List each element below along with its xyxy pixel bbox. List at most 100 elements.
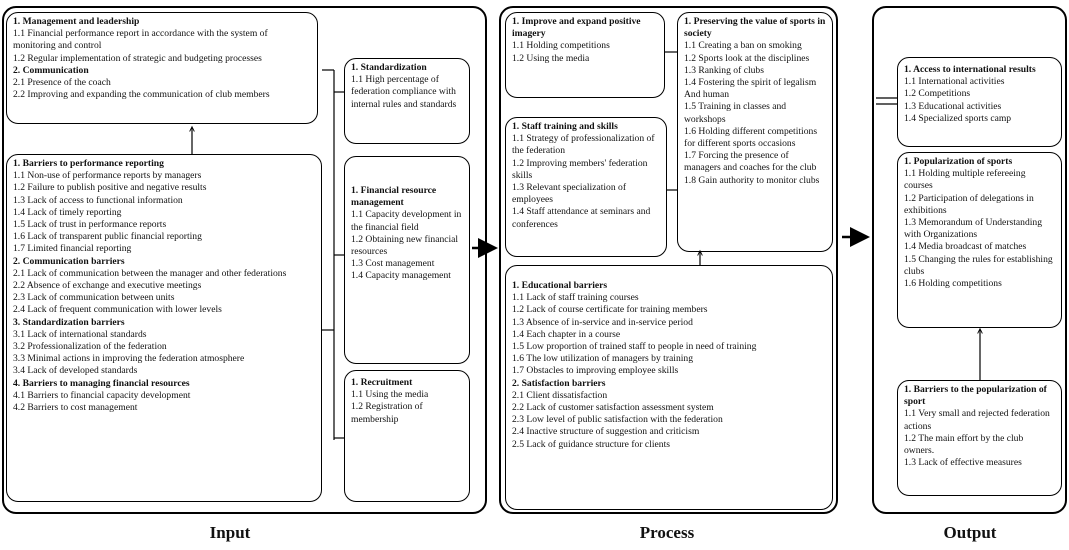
- box-item: 2.2 Lack of customer satisfaction assess…: [512, 402, 714, 414]
- box-item: 1.3 Relevant specialization of employees: [512, 182, 627, 206]
- box-item: 2.1 Client dissatisfaction: [512, 389, 608, 401]
- box-item: 1.1 Lack of staff training courses: [512, 292, 639, 304]
- box-item: 3.1 Lack of international standards: [13, 328, 147, 340]
- box-heading: 1. Barriers to performance reporting: [13, 158, 164, 169]
- box-item: 1.2 Using the media: [512, 52, 590, 64]
- box-item: 1.1 Strategy of professionalization of t…: [512, 133, 655, 157]
- box-item: 1.6 Holding different competitions for d…: [684, 125, 818, 150]
- box-item: 4.1 Barriers to financial capacity devel…: [13, 389, 191, 401]
- box-item: 2.3 Lack of communication between units: [13, 292, 175, 304]
- box-heading: 1. Preserving the value of sports in soc…: [684, 16, 826, 40]
- box-item: 1.6 Lack of transparent public financial…: [13, 231, 202, 243]
- box-item: 1.6 Holding competitions: [904, 278, 1002, 290]
- box-item: 1.5 Low proportion of trained staff to p…: [512, 341, 757, 353]
- box-item: 1.3 Ranking of clubs: [684, 64, 764, 76]
- box-item: 3.2 Professionalization of the federatio…: [13, 341, 167, 353]
- box-item: 2.4 Lack of frequent communication with …: [13, 304, 222, 316]
- box-item: 1.7 Forcing the presence of managers and…: [684, 150, 817, 174]
- box-heading: 2. Communication barriers: [13, 255, 125, 267]
- box-item: 1.4 Lack of timely reporting: [13, 206, 122, 218]
- box-item: 1.8 Gain authority to monitor clubs: [684, 174, 820, 186]
- box-item: 1.1 High percentage of federation compli…: [351, 74, 457, 110]
- box-item: 1.5 Training in classes and workshops: [684, 101, 787, 125]
- box-item: 1.4 Staff attendance at seminars and con…: [512, 206, 651, 230]
- box-item: 1.5 Changing the rules for establishing …: [904, 253, 1053, 277]
- box-heading: 1. Popularization of sports: [904, 156, 1013, 167]
- box-item: 1.1 Financial performance report in acco…: [13, 28, 268, 52]
- box-item: 1.4 Specialized sports camp: [904, 112, 1012, 124]
- box-item: 2.4 Inactive structure of suggestion and…: [512, 426, 700, 438]
- box-item: 1.1 Capacity development in the financia…: [351, 209, 462, 233]
- box-item: 1.7 Obstacles to improving employee skil…: [512, 365, 679, 377]
- box-item: 1.7 Limited financial reporting: [13, 243, 132, 255]
- box-item: 1.3 Memorandum of Understanding with Org…: [904, 217, 1043, 241]
- box-heading: 1. Recruitment: [351, 377, 413, 388]
- box-item: 1.2 The main effort by the club owners.: [904, 432, 1024, 457]
- box-item: 1.2 Lack of course certificate for train…: [512, 304, 708, 316]
- box-item: 1.2 Failure to publish positive and nega…: [13, 182, 207, 194]
- process-label: Process: [639, 523, 695, 542]
- popularization-barriers-box: 1. Barriers to the popularization of spo…: [897, 380, 1062, 496]
- box-item: 1.2 Improving members' federation skills: [512, 157, 648, 181]
- box-item: 1.2 Registration of membership: [351, 401, 423, 425]
- box-item: 1.2 Obtaining new financial resources: [351, 233, 459, 258]
- box-item: 1.4 Capacity management: [351, 270, 451, 282]
- box-item: 1.1 Non-use of performance reports by ma…: [13, 170, 202, 182]
- box-item: 1.1 Very small and rejected federation a…: [904, 408, 1050, 432]
- box-item: 1.5 Lack of trust in performance reports: [13, 219, 167, 231]
- box-item: 1.1 Holding competitions: [512, 40, 610, 52]
- box-item: 1.1 Holding multiple refereeing courses: [904, 168, 1026, 192]
- box-item: 3.4 Lack of developed standards: [13, 365, 138, 377]
- box-heading: 1. Educational barriers: [512, 280, 608, 291]
- box-item: 1.3 Educational activities: [904, 100, 1002, 112]
- box-heading: 1. Access to international results: [904, 64, 1036, 75]
- box-item: 1.4 Fostering the spirit of legalism And…: [684, 77, 817, 101]
- box-item: 1.3 Lack of access to functional informa…: [13, 194, 183, 206]
- box-item: 2.2 Absence of exchange and executive me…: [13, 280, 202, 292]
- box-item: 2.5 Lack of guidance structure for clien…: [512, 438, 670, 450]
- box-heading: 1. Management and leadership: [13, 16, 140, 27]
- box-heading: 1. Standardization: [351, 62, 427, 73]
- box-item: 1.4 Each chapter in a course: [512, 328, 621, 340]
- box-item: 1.4 Media broadcast of matches: [904, 241, 1027, 253]
- box-item: 1.2 Regular implementation of strategic …: [13, 52, 262, 64]
- box-item: 2.3 Low level of public satisfaction wit…: [512, 414, 723, 426]
- box-heading: 2. Satisfaction barriers: [512, 377, 606, 389]
- box-heading: 1. Staff training and skills: [512, 121, 618, 132]
- preserving-value-box: 1. Preserving the value of sports in soc…: [677, 12, 833, 252]
- input-label: Input: [209, 523, 251, 542]
- box-item: 1.1 International activities: [904, 76, 1005, 88]
- box-item: 1.3 Lack of effective measures: [904, 457, 1022, 469]
- box-heading: 4. Barriers to managing financial resour…: [13, 377, 190, 389]
- box-item: 2.2 Improving and expanding the communic…: [13, 89, 270, 101]
- box-item: 1.1 Using the media: [351, 389, 429, 401]
- box-item: 1.1 Creating a ban on smoking: [684, 40, 802, 52]
- box-item: 1.3 Cost management: [351, 258, 435, 270]
- box-item: 1.6 The low utilization of managers by t…: [512, 353, 693, 365]
- box-heading: 1. Improve and expand positive imagery: [512, 16, 641, 40]
- box-item: 3.3 Minimal actions in improving the fed…: [13, 353, 245, 365]
- box-item: 1.2 Competitions: [904, 88, 971, 100]
- box-heading: 2. Communication: [13, 64, 89, 76]
- box-item: 2.1 Presence of the coach: [13, 77, 111, 89]
- box-heading: 1. Financial resource management: [351, 185, 437, 209]
- box-item: 1.2 Participation of delegations in exhi…: [904, 192, 1034, 216]
- box-item: 2.1 Lack of communication between the ma…: [13, 267, 287, 279]
- box-item: 4.2 Barriers to cost management: [13, 402, 138, 414]
- box-heading: 1. Barriers to the popularization of spo…: [904, 384, 1047, 408]
- box-heading: 3. Standardization barriers: [13, 316, 125, 328]
- box-item: 1.3 Absence of in-service and in-service…: [512, 316, 693, 328]
- output-label: Output: [943, 523, 997, 542]
- box-item: 1.2 Sports look at the disciplines: [684, 52, 810, 64]
